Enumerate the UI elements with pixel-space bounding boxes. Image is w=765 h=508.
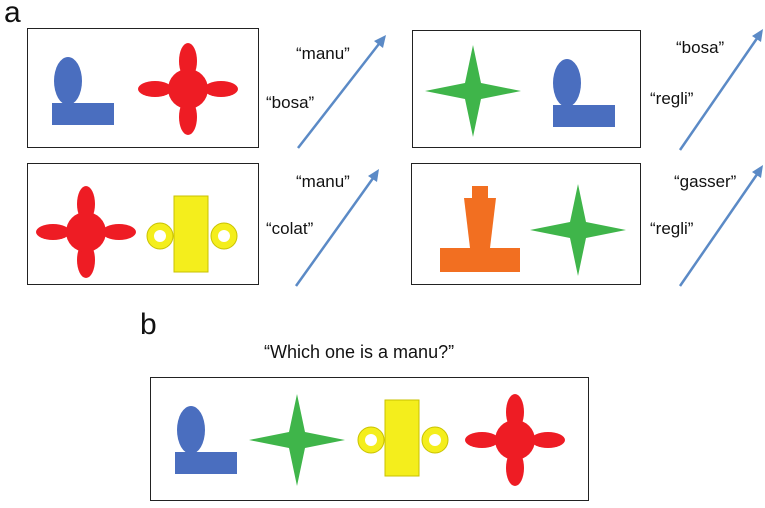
blue-ellipse-on-bar-choice[interactable] [175,404,239,476]
panel-a-letter: a [4,0,21,29]
yellow-bar-with-rings-choice[interactable] [357,399,451,477]
test-choices-box [150,377,589,501]
trial-4-box [411,163,641,285]
blue-ellipse-on-bar-object [52,57,114,125]
yellow-bar-with-rings-object [146,195,238,273]
red-four-lobed-flower-choice[interactable] [465,394,565,486]
trial-1-box [27,28,259,148]
trial-3-box [27,163,259,285]
panel-b-letter: b [140,308,157,341]
green-four-point-star-object [530,184,626,276]
trial-2-top-label: “bosa” [676,38,725,57]
trial-1-top-label: “manu” [296,44,350,63]
trial-1-arrow [297,35,386,149]
red-four-lobed-flower-object [36,186,136,278]
test-question: “Which one is a manu?” [264,342,455,362]
trial-4-bottom-label: “regli” [650,219,694,238]
red-four-lobed-flower-object [138,43,238,135]
trial-2-bottom-label: “regli” [650,89,694,108]
trial-2-box [412,30,641,148]
trial-3-top-label: “manu” [296,172,350,191]
orange-tower-on-base-object [440,186,520,272]
trial-2-arrow [678,29,763,151]
trial-3-arrow [294,169,379,287]
green-four-point-star-choice[interactable] [249,394,345,486]
trial-1-bottom-label: “bosa” [266,93,315,112]
green-four-point-star-object [425,45,521,137]
trial-3-bottom-label: “colat” [266,219,314,238]
trial-4-arrow [678,165,763,287]
blue-ellipse-on-bar-object [553,59,615,127]
trial-4-top-label: “gasser” [674,172,737,191]
